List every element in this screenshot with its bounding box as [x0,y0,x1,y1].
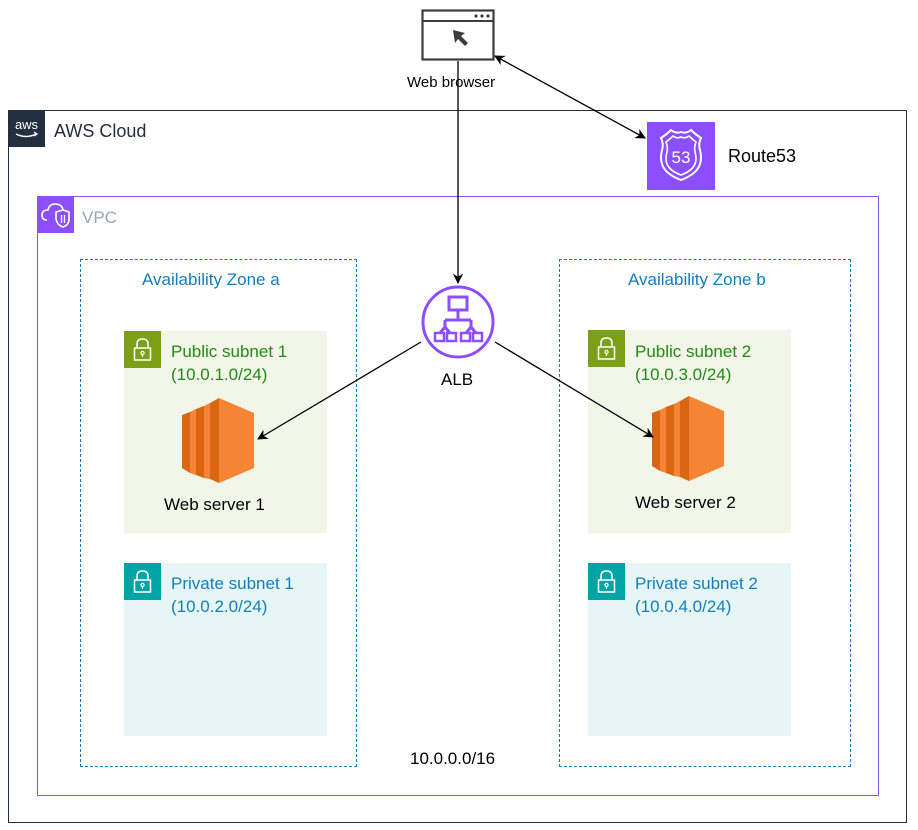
availability-zone-b-title: Availability Zone b [628,270,766,289]
alb-label: ALB [441,370,474,389]
ec2-instance-icon[interactable] [652,393,728,486]
load-balancer-icon[interactable] [420,284,496,365]
connector-alb-to-web-server-1 [257,341,422,440]
lock-icon [124,331,161,368]
availability-zone-a-title: Availability Zone a [142,270,280,289]
web-browser-label: Web browser [407,74,496,91]
web-server-1-label: Web server 1 [164,495,265,514]
public-subnet-1-cidr: (10.0.1.0/24) [171,365,268,384]
route53-label: Route53 [728,146,797,166]
public-subnet-2-name: Public subnet 2 [635,342,752,361]
connector-browser-route53 [494,55,646,139]
aws-cloud-title: AWS Cloud [54,121,147,141]
lock-icon [124,563,161,600]
ec2-instance-icon[interactable] [182,395,258,488]
lock-icon [588,330,625,367]
private-subnet-1-name: Private subnet 1 [171,574,294,593]
route53-badge-text: 53 [672,148,691,167]
vpc-cloud-shield-icon [37,196,74,233]
private-subnet-2-name: Private subnet 2 [635,574,758,593]
web-server-2-label: Web server 2 [635,493,736,512]
browser-window-cursor-icon[interactable] [421,9,495,66]
availability-zone-b [559,259,851,767]
public-subnet-1-name: Public subnet 1 [171,342,288,361]
private-subnet-2-cidr: (10.0.4.0/24) [635,597,732,616]
route53-shield-icon[interactable]: 53 [647,122,715,190]
aws-logo-text: aws [15,117,39,132]
vpc-title: VPC [82,208,117,227]
vpc-cidr-label: 10.0.0.0/16 [410,749,496,768]
lock-icon [588,563,625,600]
private-subnet-1-cidr: (10.0.2.0/24) [171,597,268,616]
availability-zone-a [80,259,357,767]
connector-alb-to-web-server-2 [494,341,654,438]
aws-logo-icon: aws [8,110,45,147]
public-subnet-2-cidr: (10.0.3.0/24) [635,365,732,384]
